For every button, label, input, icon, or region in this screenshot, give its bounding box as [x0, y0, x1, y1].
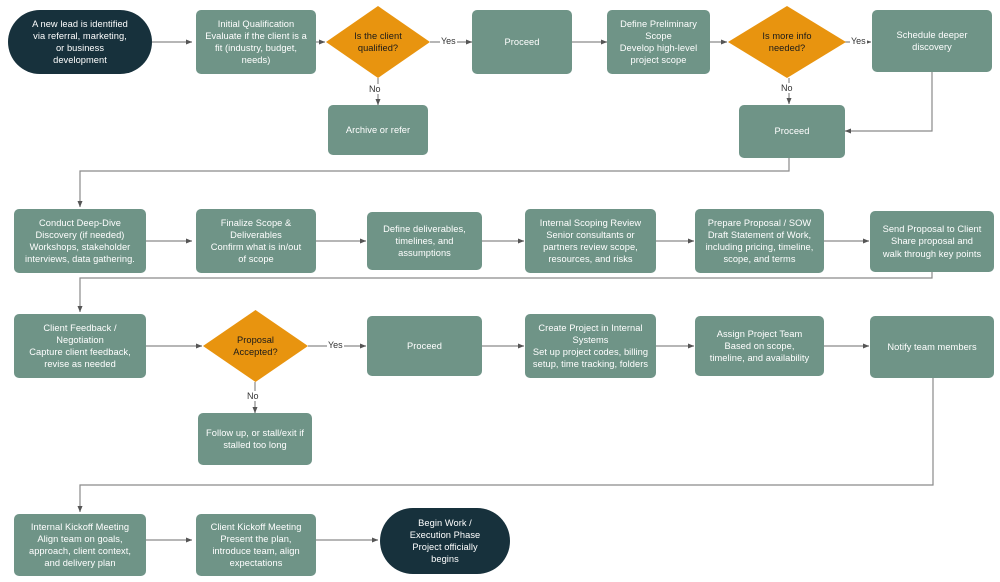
node-label: Prepare Proposal / SOW Draft Statement o… [705, 217, 814, 265]
node-begin-work-execution-phase[interactable]: Begin Work / Execution Phase Project off… [380, 508, 510, 574]
node-create-project-internal-systems[interactable]: Create Project in Internal Systems Set u… [525, 314, 656, 378]
edge-n15-n16-wrap [77, 272, 933, 313]
node-proceed-1[interactable]: Proceed [472, 10, 572, 74]
node-new-lead[interactable]: A new lead is identified via referral, m… [8, 10, 152, 74]
node-label: Internal Kickoff Meeting Align team on g… [28, 521, 132, 569]
node-label: Client Feedback / Negotiation Capture cl… [29, 322, 131, 370]
node-label: Define Preliminary Scope Develop high-le… [619, 18, 698, 66]
node-conduct-deep-dive-discovery[interactable]: Conduct Deep-Dive Discovery (if needed) … [14, 209, 146, 273]
node-label: Is the client qualified? [354, 30, 402, 53]
node-proceed-2[interactable]: Proceed [739, 105, 845, 158]
node-client-feedback-negotiation[interactable]: Client Feedback / Negotiation Capture cl… [14, 314, 146, 378]
node-label: Conduct Deep-Dive Discovery (if needed) … [25, 217, 135, 265]
node-label: Define deliverables, timelines, and assu… [383, 223, 466, 259]
node-label: Follow up, or stall/exit if stalled too … [206, 427, 304, 450]
node-label: Assign Project Team Based on scope, time… [709, 328, 810, 364]
edge-label-no-1: No [368, 84, 382, 94]
node-prepare-proposal-sow[interactable]: Prepare Proposal / SOW Draft Statement o… [695, 209, 824, 273]
node-label: Internal Scoping Review Senior consultan… [539, 217, 642, 265]
node-proceed-3[interactable]: Proceed [367, 316, 482, 376]
node-archive-or-refer[interactable]: Archive or refer [328, 105, 428, 155]
node-label: Initial Qualification Evaluate if the cl… [205, 18, 307, 66]
node-proposal-accepted[interactable]: Proposal Accepted? [203, 310, 308, 382]
node-label: Create Project in Internal Systems Set u… [532, 322, 649, 370]
node-label: Begin Work / Execution Phase Project off… [409, 517, 481, 565]
node-label: Schedule deeper discovery [896, 29, 968, 52]
edge-label-yes-2: Yes [850, 36, 867, 46]
node-is-client-qualified[interactable]: Is the client qualified? [326, 6, 430, 78]
node-label: Client Kickoff Meeting Present the plan,… [210, 521, 302, 569]
node-notify-team-members[interactable]: Notify team members [870, 316, 994, 378]
node-label: Is more info needed? [762, 30, 812, 53]
node-label: A new lead is identified via referral, m… [32, 18, 128, 66]
node-internal-kickoff-meeting[interactable]: Internal Kickoff Meeting Align team on g… [14, 514, 146, 576]
edge-n9-n10-wrap [77, 158, 790, 208]
node-label: Notify team members [887, 341, 977, 352]
node-label: Send Proposal to Client Share proposal a… [882, 224, 982, 259]
node-assign-project-team[interactable]: Assign Project Team Based on scope, time… [695, 316, 824, 376]
node-schedule-deeper-discovery[interactable]: Schedule deeper discovery [872, 10, 992, 72]
node-send-proposal-to-client[interactable]: Send Proposal to Client Share proposal a… [870, 211, 994, 272]
node-is-more-info-needed[interactable]: Is more info needed? [728, 6, 846, 78]
edge-n8-n9 [844, 72, 933, 134]
node-label: Proceed [504, 36, 540, 47]
edge-label-yes-3: Yes [327, 340, 344, 350]
node-label: Finalize Scope & Deliverables Confirm wh… [210, 217, 302, 265]
node-label: Archive or refer [345, 124, 411, 135]
node-internal-scoping-review[interactable]: Internal Scoping Review Senior consultan… [525, 209, 656, 273]
node-define-deliverables[interactable]: Define deliverables, timelines, and assu… [367, 212, 482, 270]
node-finalize-scope-deliverables[interactable]: Finalize Scope & Deliverables Confirm wh… [196, 209, 316, 273]
node-client-kickoff-meeting[interactable]: Client Kickoff Meeting Present the plan,… [196, 514, 316, 576]
edge-label-yes-1: Yes [440, 36, 457, 46]
node-label: Proceed [774, 126, 810, 137]
node-define-preliminary-scope[interactable]: Define Preliminary Scope Develop high-le… [607, 10, 710, 74]
node-label: Proposal Accepted? [233, 334, 278, 357]
node-initial-qualification[interactable]: Initial Qualification Evaluate if the cl… [196, 10, 316, 74]
node-label: Proceed [407, 340, 442, 351]
node-follow-up-or-stall[interactable]: Follow up, or stall/exit if stalled too … [198, 413, 312, 465]
edge-label-no-3: No [246, 391, 260, 401]
edge-label-no-2: No [780, 83, 794, 93]
